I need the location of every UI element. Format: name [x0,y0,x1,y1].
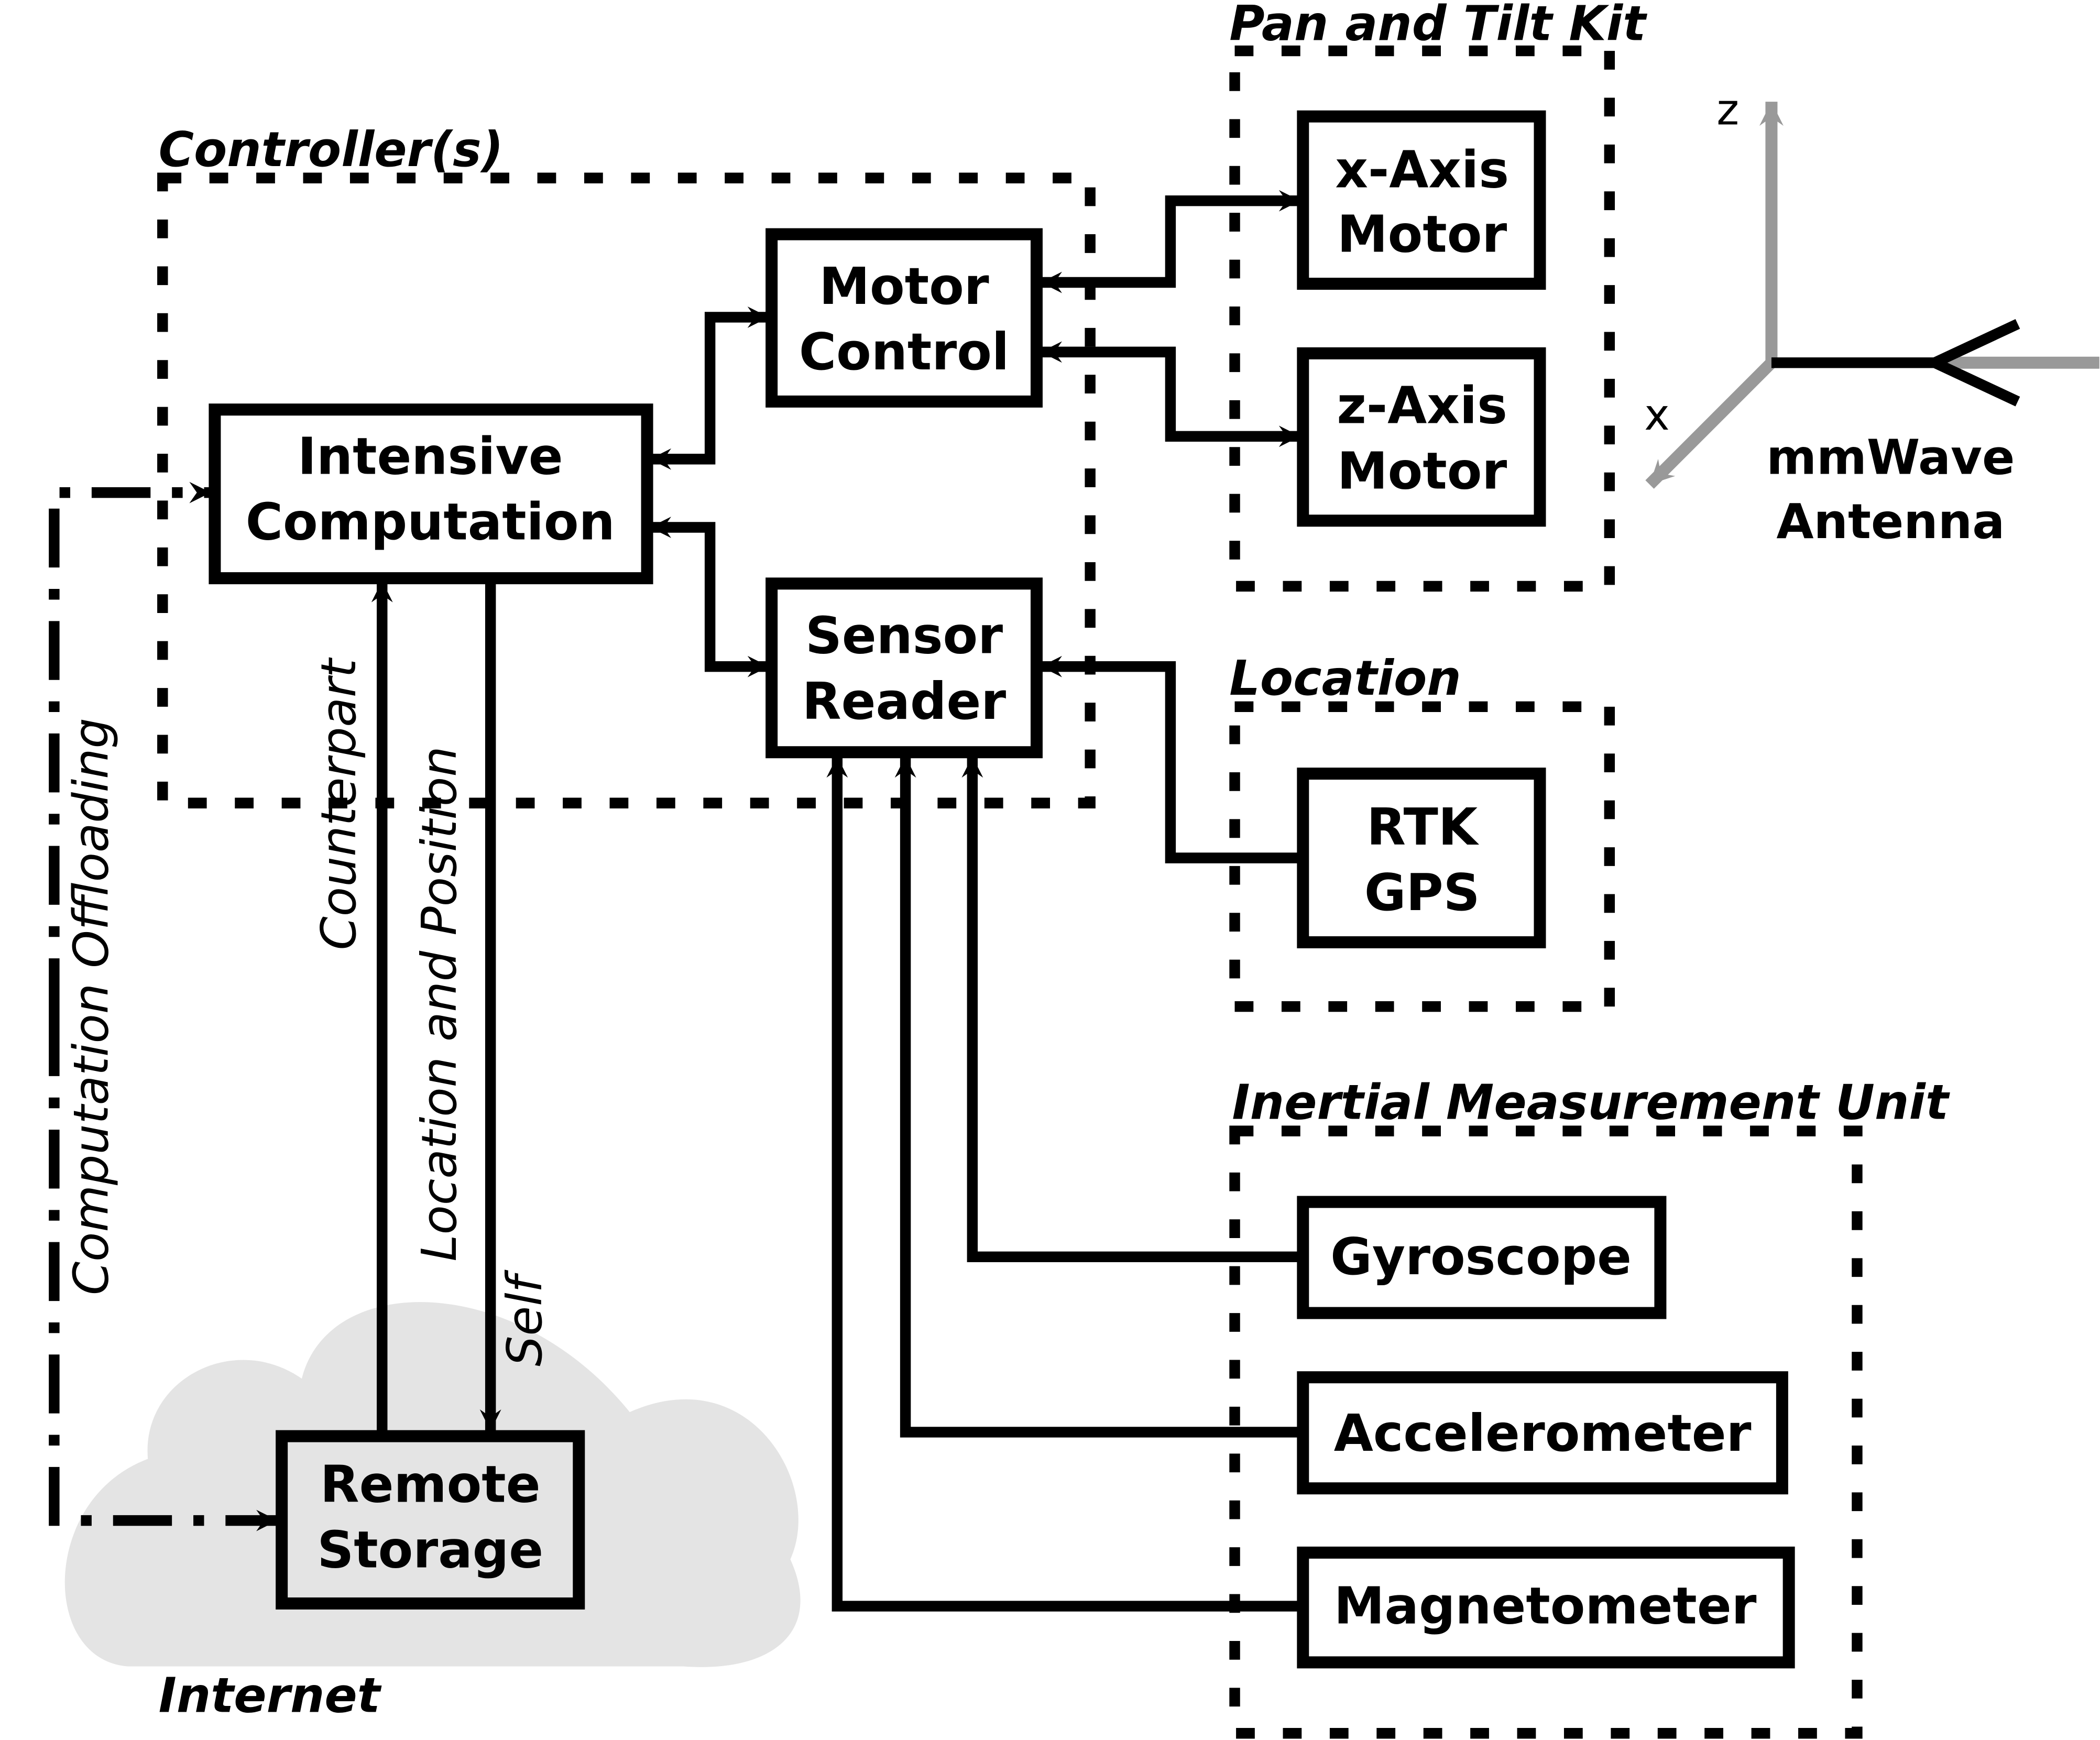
block-x-axis-motor: x-Axis Motor [1297,110,1546,290]
block-intensive-computation: Intensive Computation [209,403,653,585]
edge-label-computation-offloading: Computation Offloading [63,718,119,1295]
block-sensor-reader-line1: Sensor [805,606,1003,665]
antenna-label-line1: mmWave [1766,429,2015,485]
controllers-group [157,172,1096,808]
block-intensive-computation-line1: Intensive [298,426,563,486]
block-accelerometer-label: Accelerometer [1334,1404,1752,1463]
connector-magnetometer-sensor-reader [826,756,1303,1612]
block-rtk-gps: RTK GPS [1297,768,1546,948]
block-rtk-gps-line2: GPS [1364,863,1480,922]
axis-label-x: x [1644,390,1669,440]
edge-label-location-and-position: Location and Position [411,746,467,1261]
axis-label-z: z [1716,85,1739,135]
block-x-axis-motor-line1: x-Axis [1335,140,1509,200]
block-magnetometer-label: Magnetometer [1334,1577,1757,1636]
pan-tilt-kit-group [1229,45,1615,592]
block-gyroscope: Gyroscope [1297,1196,1667,1319]
location-group [1229,701,1615,1012]
connector-motor-control-x-axis [1041,190,1300,293]
block-intensive-computation-line2: Computation [246,493,615,552]
connector-gps-sensor-reader [1041,655,1303,863]
edge-label-counterpart: Counterpart [311,657,367,950]
block-motor-control: Motor Control [765,228,1043,408]
block-magnetometer: Magnetometer [1297,1546,1795,1669]
block-z-axis-motor-line2: Motor [1337,441,1507,500]
edge-label-self: Self [497,1270,553,1366]
block-motor-control-line1: Motor [819,257,989,316]
location-group-title: Location [1229,650,1461,706]
x-axis-arrow [1645,358,1776,489]
block-z-axis-motor: z-Axis Motor [1297,347,1546,527]
controllers-group-title: Controller(s) [159,122,504,178]
pan-tilt-kit-group-title: Pan and Tilt Kit [1229,0,1647,52]
antenna-icon [1771,319,2020,407]
block-remote-storage-line2: Storage [317,1520,543,1579]
block-sensor-reader-line2: Reader [802,672,1006,731]
block-z-axis-motor-line1: z-Axis [1337,376,1507,435]
block-motor-control-line2: Control [799,322,1009,381]
block-remote-storage: Remote Storage [276,1430,585,1610]
connectors [49,190,1303,1612]
connector-computation-sensor-reader [650,517,769,677]
block-remote-storage-line1: Remote [320,1454,541,1514]
block-gyroscope-label: Gyroscope [1330,1227,1632,1286]
imu-group-title: Inertial Measurement Unit [1232,1075,1950,1131]
block-sensor-reader: Sensor Reader [765,577,1043,759]
connector-motor-control-z-axis [1041,341,1300,447]
connector-computation-motor-control [650,307,769,470]
internet-group-title: Internet [159,1667,382,1723]
antenna-axes: z x [1644,85,2099,489]
block-x-axis-motor-line2: Motor [1337,204,1507,264]
connector-accelerometer-sensor-reader [894,756,1303,1438]
block-accelerometer: Accelerometer [1297,1371,1788,1495]
block-rtk-gps-line1: RTK [1366,797,1480,857]
connector-gyroscope-sensor-reader [961,756,1303,1263]
antenna-label-line2: Antenna [1776,494,2005,550]
connector-offloading-bottom [49,1017,278,1531]
